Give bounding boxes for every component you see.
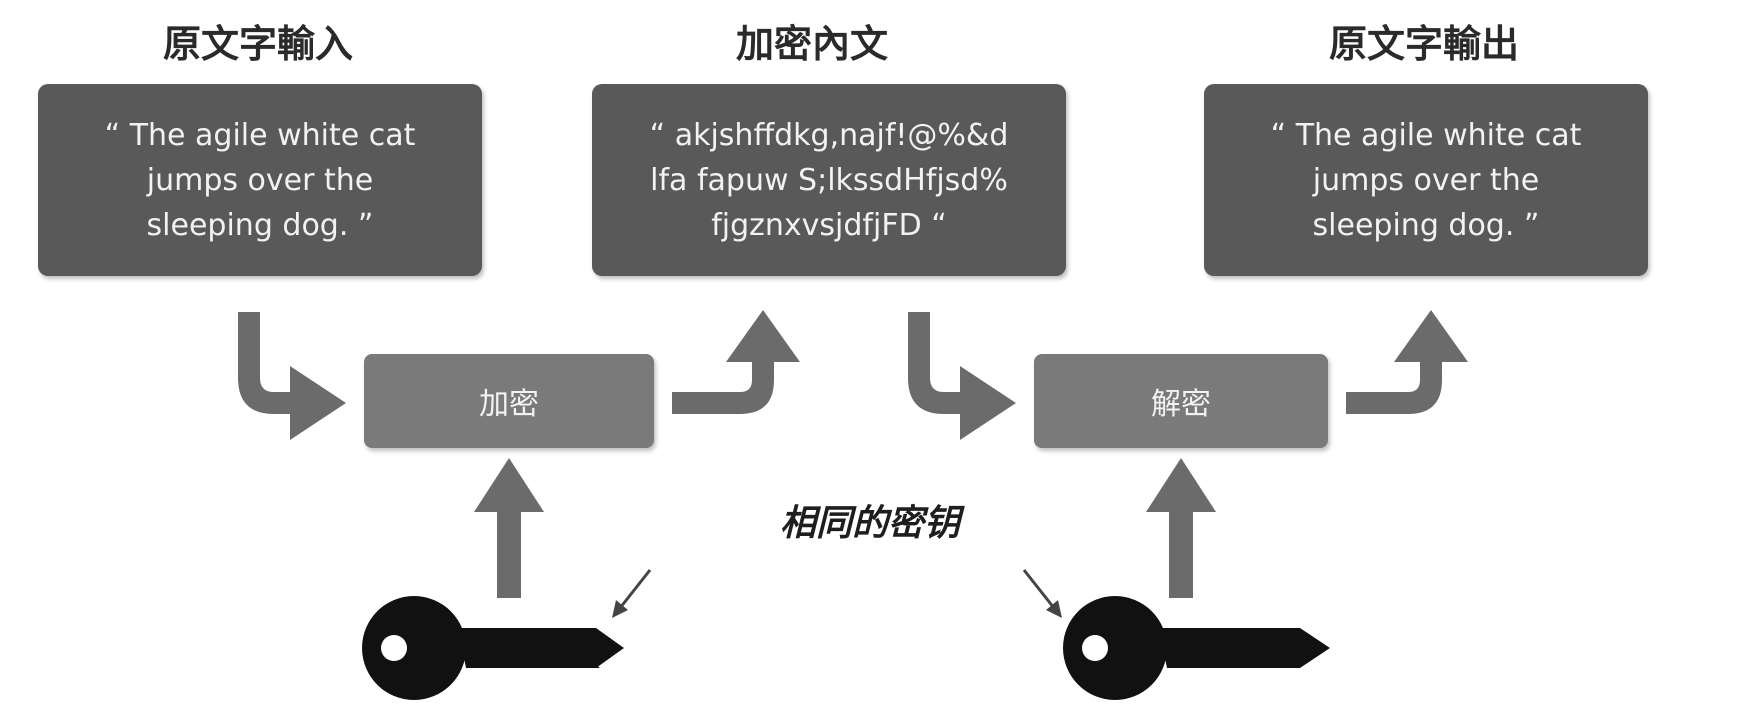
ciphertext-box: “ akjshffdkg,najf!@%&d lfa fapuw S;lkssd… [592, 84, 1066, 276]
decrypt-box: 解密 [1034, 354, 1328, 448]
arrow-encrypt-to-ciphertext-icon [672, 310, 800, 414]
decrypt-label: 解密 [1151, 387, 1211, 422]
heading-plaintext-output: 原文字輸出 [1328, 22, 1519, 66]
key-left-icon [362, 596, 624, 700]
plaintext-output-box: “ The agile white cat jumps over the sle… [1204, 84, 1648, 276]
plaintext-input-text: “ The agile white cat jumps over the sle… [104, 117, 416, 243]
arrow-decrypt-to-output-icon [1346, 310, 1468, 414]
arrow-ciphertext-to-decrypt-icon [908, 312, 1016, 440]
pointer-arrow-left-icon [612, 569, 652, 618]
heading-plaintext-input: 原文字輸入 [162, 22, 353, 66]
ciphertext-text: “ akjshffdkg,najf!@%&d lfa fapuw S;lkssd… [649, 117, 1009, 243]
encrypt-box: 加密 [364, 354, 654, 448]
heading-ciphertext: 加密內文 [735, 22, 888, 66]
pointer-arrow-right-icon [1022, 569, 1062, 618]
arrow-key-to-decrypt-icon [1146, 458, 1216, 598]
shared-key-label: 相同的密钥 [779, 503, 960, 544]
arrow-key-to-encrypt-icon [474, 458, 544, 598]
key-right-icon [1063, 596, 1330, 700]
arrow-input-to-encrypt-icon [238, 312, 346, 440]
encrypt-label: 加密 [479, 387, 539, 422]
plaintext-input-box: “ The agile white cat jumps over the sle… [38, 84, 482, 276]
plaintext-output-text: “ The agile white cat jumps over the sle… [1270, 117, 1582, 243]
